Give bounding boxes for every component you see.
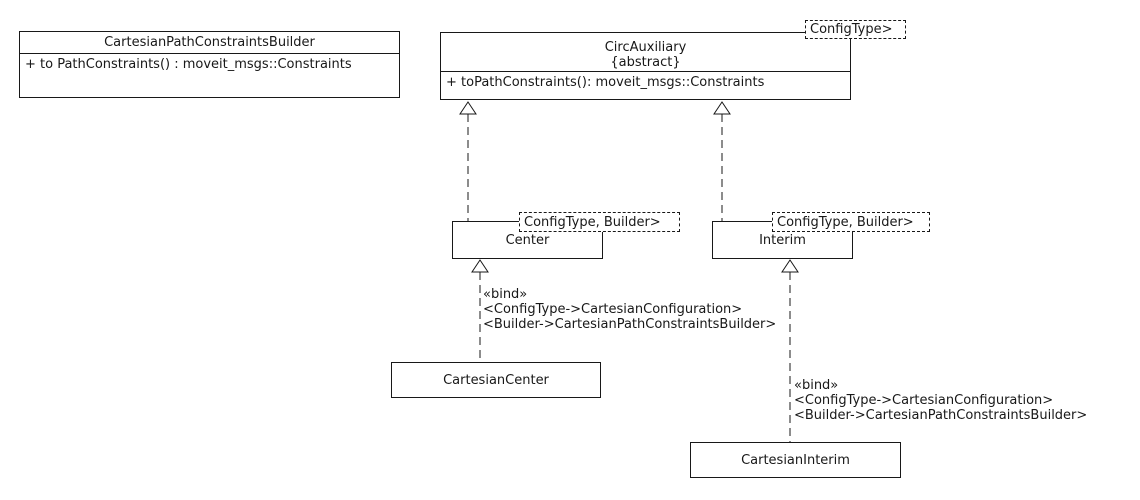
class-method: + toPathConstraints(): moveit_msgs::Cons… xyxy=(441,71,850,91)
class-name: CartesianInterim xyxy=(741,452,850,468)
class-name: CartesianCenter xyxy=(443,372,549,388)
class-name: CartesianPathConstraintsBuilder xyxy=(104,35,315,50)
triangle-arrowhead-circauxiliary-left xyxy=(459,101,477,115)
class-box-circauxiliary: CircAuxiliary {abstract} + toPathConstra… xyxy=(440,32,851,100)
template-params-box-interim: ConfigType, Builder> xyxy=(772,212,930,232)
class-name: Center xyxy=(505,232,550,248)
template-params-box-circauxiliary: ConfigType> xyxy=(805,20,906,39)
bind-annotation-center: «bind» <ConfigType->CartesianConfigurati… xyxy=(483,287,776,332)
class-name-block: CircAuxiliary {abstract} xyxy=(441,33,850,71)
bind-builder-line: <Builder->CartesianPathConstraintsBuilde… xyxy=(794,408,1088,423)
bind-keyword: «bind» xyxy=(794,378,839,393)
triangle-arrowhead-circauxiliary-right xyxy=(713,101,731,115)
bind-keyword: «bind» xyxy=(483,287,528,302)
class-name: Interim xyxy=(759,232,806,248)
bind-configtype-line: <ConfigType->CartesianConfiguration> xyxy=(483,302,743,317)
class-name: CircAuxiliary xyxy=(604,40,687,55)
class-box-cartesianinterim: CartesianInterim xyxy=(690,442,901,478)
triangle-arrowhead-interim xyxy=(781,259,799,273)
class-box-cartesianpathconstraintsbuilder: CartesianPathConstraintsBuilder + to Pat… xyxy=(19,31,400,98)
bind-configtype-line: <ConfigType->CartesianConfiguration> xyxy=(794,393,1054,408)
bind-builder-line: <Builder->CartesianPathConstraintsBuilde… xyxy=(483,317,777,332)
abstract-stereotype: {abstract} xyxy=(610,55,681,70)
template-params-label: ConfigType, Builder> xyxy=(524,214,661,230)
class-method: + to PathConstraints() : moveit_msgs::Co… xyxy=(20,53,399,73)
template-params-box-center: ConfigType, Builder> xyxy=(519,212,680,232)
bind-annotation-interim: «bind» <ConfigType->CartesianConfigurati… xyxy=(794,378,1087,423)
template-params-label: ConfigType, Builder> xyxy=(777,214,914,230)
class-box-cartesiancenter: CartesianCenter xyxy=(391,362,601,398)
triangle-arrowhead-center xyxy=(471,259,489,273)
template-params-label: ConfigType> xyxy=(810,22,893,37)
